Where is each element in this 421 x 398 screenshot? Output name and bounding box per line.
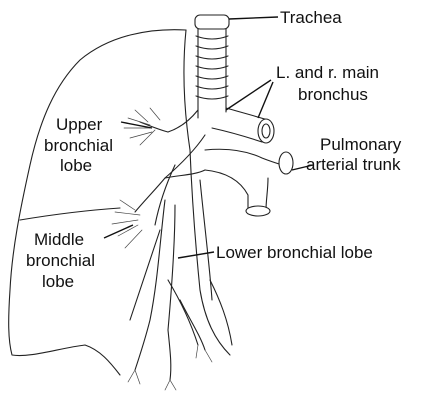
- label-upper-lobe: Upper bronchial lobe: [44, 115, 118, 175]
- label-main-bronchus-line2: bronchus: [298, 85, 368, 104]
- label-trachea: Trachea: [280, 8, 342, 27]
- trachea-structure: [195, 15, 229, 118]
- leader-lines: [104, 17, 313, 258]
- lower-bronchial-branches: [128, 200, 212, 390]
- label-main-bronchus: L. and r. main bronchus: [276, 63, 384, 104]
- label-pulmonary-trunk: Pulmonary arterial trunk: [306, 135, 406, 174]
- label-main-bronchus-line1: L. and r. main: [276, 63, 379, 82]
- label-middle-lobe-line2: bronchial: [26, 251, 95, 270]
- main-bronchus-right: [212, 108, 274, 143]
- label-middle-lobe: Middle bronchial lobe: [26, 230, 100, 291]
- label-lower-lobe: Lower bronchial lobe: [216, 243, 373, 262]
- label-upper-lobe-line1: Upper: [56, 115, 103, 134]
- label-middle-lobe-line3: lobe: [42, 272, 74, 291]
- label-middle-lobe-line1: Middle: [34, 230, 84, 249]
- label-pulmonary-line1: Pulmonary: [320, 135, 402, 154]
- label-upper-lobe-line3: lobe: [60, 156, 92, 175]
- middle-bronchial-branches: [112, 200, 142, 248]
- label-upper-lobe-line2: bronchial: [44, 136, 113, 155]
- label-pulmonary-line2: arterial trunk: [306, 155, 401, 174]
